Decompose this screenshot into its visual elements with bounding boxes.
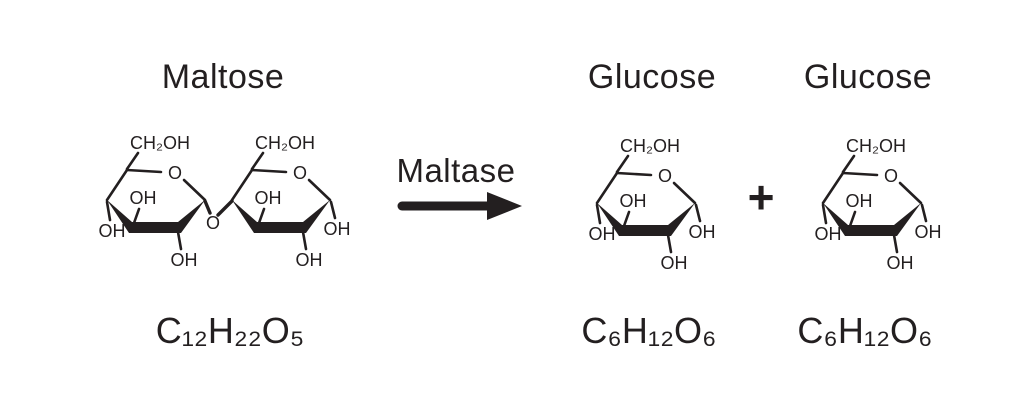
bond-line bbox=[132, 207, 141, 225]
hydroxyl-label: OH bbox=[887, 253, 914, 273]
glucose-structure-1: CH₂OH O OH OH OH OH bbox=[589, 136, 716, 273]
ch2oh-label: CH₂OH bbox=[130, 133, 190, 153]
arrow-head-icon bbox=[487, 192, 522, 220]
product-1-title: Glucose bbox=[587, 58, 717, 96]
ring-front-edge bbox=[232, 200, 330, 233]
hydroxyl-label: OH bbox=[661, 253, 688, 273]
hydroxyl-label: OH bbox=[171, 250, 198, 270]
bond-line bbox=[615, 154, 630, 174]
hydroxyl-label: OH bbox=[99, 221, 126, 241]
bond-line bbox=[841, 154, 856, 174]
hydroxyl-label: OH bbox=[589, 224, 616, 244]
ring-front-edge bbox=[823, 203, 921, 236]
hydroxyl-label: OH bbox=[915, 222, 942, 242]
bond-line bbox=[666, 233, 673, 254]
bond-line bbox=[892, 233, 899, 254]
reaction-arrow bbox=[397, 192, 522, 220]
hydroxyl-label: OH bbox=[620, 191, 647, 211]
ring-oxygen-label: O bbox=[884, 166, 898, 186]
bond-line bbox=[230, 168, 254, 202]
bond-line bbox=[105, 168, 129, 202]
hydroxyl-label: OH bbox=[846, 191, 873, 211]
bond-line bbox=[821, 203, 828, 225]
bond-line bbox=[595, 171, 619, 205]
glucose-ring: CH₂OH O OH OH OH OH bbox=[815, 136, 942, 273]
product-1-formula: C₆H₁₂O₆ bbox=[581, 310, 717, 351]
ring-front-edge bbox=[597, 203, 695, 236]
bond-line bbox=[301, 230, 308, 251]
glycosidic-bond bbox=[203, 199, 212, 215]
ring-oxygen-label: O bbox=[658, 166, 672, 186]
bond-line bbox=[250, 168, 288, 174]
ring-oxygen-label: O bbox=[168, 163, 182, 183]
bond-line bbox=[250, 151, 265, 171]
bond-line bbox=[329, 200, 337, 220]
bond-line bbox=[307, 178, 332, 202]
bond-line bbox=[841, 171, 879, 177]
glycosidic-oxygen-label: O bbox=[206, 213, 220, 233]
bond-line bbox=[821, 171, 845, 205]
maltose-structure: CH₂OH O OH OH OH O CH₂OH O OH OH OH bbox=[99, 133, 351, 270]
bond-line bbox=[257, 207, 266, 225]
enzyme-label: Maltase bbox=[396, 152, 516, 189]
bond-line bbox=[176, 230, 183, 251]
hydroxyl-label: OH bbox=[130, 188, 157, 208]
reactant-formula: C₁₂H₂₂O₅ bbox=[155, 310, 305, 351]
glucose-structure-2: CH₂OH O OH OH OH OH bbox=[815, 136, 942, 273]
bond-line bbox=[672, 181, 697, 205]
ch2oh-label: CH₂OH bbox=[620, 136, 680, 156]
glycosidic-bond bbox=[216, 199, 234, 217]
ring-front-edge bbox=[107, 200, 205, 233]
bond-line bbox=[848, 210, 857, 228]
maltose-left-ring: CH₂OH O OH OH OH bbox=[99, 133, 212, 270]
ch2oh-label: CH₂OH bbox=[255, 133, 315, 153]
product-2-title: Glucose bbox=[803, 58, 933, 96]
bond-line bbox=[622, 210, 631, 228]
glucose-ring: CH₂OH O OH OH OH OH bbox=[589, 136, 716, 273]
hydroxyl-label: OH bbox=[324, 219, 351, 239]
ch2oh-label: CH₂OH bbox=[846, 136, 906, 156]
bond-line bbox=[595, 203, 602, 225]
reactant-title: Maltose bbox=[161, 58, 285, 96]
bond-line bbox=[615, 171, 653, 177]
product-2-formula: C₆H₁₂O₆ bbox=[797, 310, 933, 351]
bond-line bbox=[182, 178, 207, 202]
hydroxyl-label: OH bbox=[815, 224, 842, 244]
maltose-right-ring: CH₂OH O OH OH OH bbox=[216, 133, 351, 270]
bond-line bbox=[125, 168, 163, 174]
ring-oxygen-label: O bbox=[293, 163, 307, 183]
plus-sign: + bbox=[747, 170, 775, 223]
bond-line bbox=[105, 200, 112, 222]
hydroxyl-label: OH bbox=[689, 222, 716, 242]
bond-line bbox=[898, 181, 923, 205]
hydroxyl-label: OH bbox=[296, 250, 323, 270]
bond-line bbox=[125, 151, 140, 171]
bond-line bbox=[694, 203, 702, 223]
bond-line bbox=[920, 203, 928, 223]
hydroxyl-label: OH bbox=[255, 188, 282, 208]
